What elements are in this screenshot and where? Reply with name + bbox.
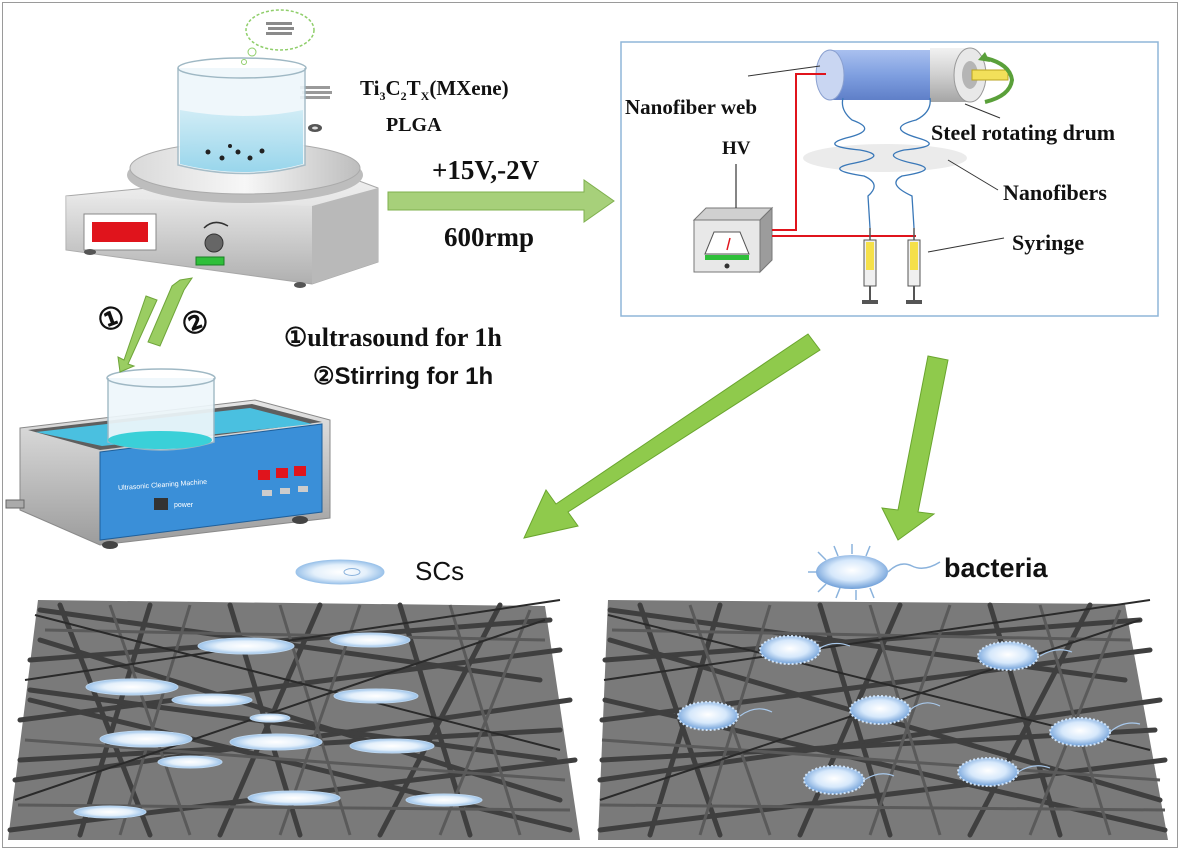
electrospinning-box	[620, 41, 1159, 317]
voltage-label: +15V,-2V	[432, 155, 540, 185]
hv-label: HV	[722, 138, 751, 159]
c-subscript: 2	[400, 89, 407, 104]
sc-legend-icon	[295, 559, 385, 585]
t-text: T	[406, 76, 421, 100]
ultrasonic-cleaner	[5, 368, 331, 549]
mxene-text: (MXene)	[429, 76, 509, 100]
ti-text: Ti	[360, 76, 380, 100]
cleaner-power-label: power	[174, 502, 194, 509]
nanofiber-web-label: Nanofiber web	[625, 95, 758, 119]
scs-label: SCs	[415, 556, 465, 586]
bacteria-nanofiber-mesh	[597, 599, 1168, 840]
step1-label: ①ultrasound for 1h	[284, 323, 502, 352]
speed-label: 600rmp	[444, 222, 534, 252]
nanofibers-label: Nanofibers	[1003, 180, 1107, 205]
syringe-label: Syringe	[1012, 230, 1085, 255]
plga-label: PLGA	[386, 114, 442, 136]
right-arrow	[387, 179, 615, 223]
steel-drum-label: Steel rotating drum	[931, 120, 1116, 145]
magnetic-stirrer	[65, 9, 379, 288]
bacteria-label: bacteria	[944, 553, 1048, 583]
ti-subscript: 3	[379, 89, 386, 104]
c-text: C	[385, 76, 401, 100]
material-label: Ti3C2TX(MXene)	[360, 76, 509, 104]
down-arrows	[523, 333, 949, 541]
step2-label: ②Stirring for 1h	[313, 363, 494, 390]
bacteria-legend-icon	[808, 544, 941, 600]
scs-nanofiber-mesh	[7, 599, 580, 840]
t-subscript: X	[420, 89, 430, 104]
process-arrows	[117, 277, 194, 373]
bacteria-cells	[677, 635, 1141, 795]
